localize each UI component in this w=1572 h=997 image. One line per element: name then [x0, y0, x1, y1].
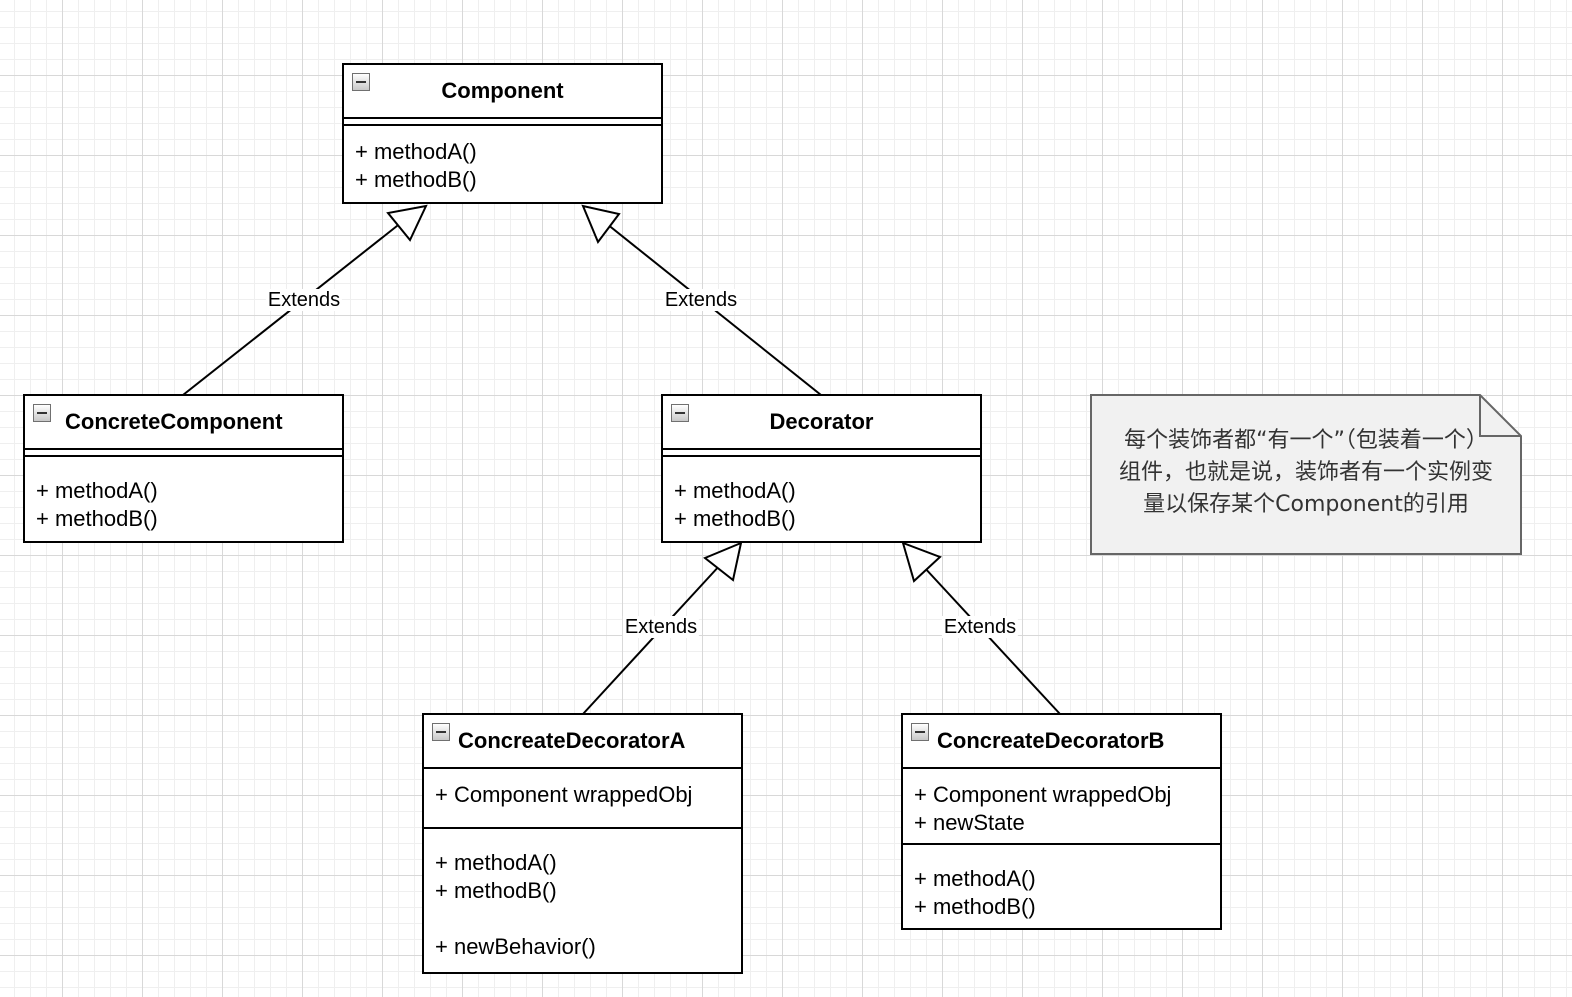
attributes-compartment: + Component wrappedObj [424, 767, 741, 827]
note-line: 组件，也就是说，装饰者有一个实例变 [1118, 460, 1493, 485]
method-item[interactable]: + methodA() [674, 478, 796, 503]
method-item[interactable]: + methodB() [355, 167, 477, 192]
extends-edge-decoratorb[interactable] [901, 541, 1061, 715]
class-component[interactable]: Component + methodA() + methodB() [342, 63, 663, 204]
methods-compartment: + methodA() + methodB() [903, 843, 1220, 921]
class-decorator[interactable]: Decorator + methodA() + methodB() [661, 394, 982, 543]
methods-compartment: + methodA() + methodB() [25, 457, 342, 533]
extends-label-decoratora[interactable]: Extends [622, 616, 700, 638]
method-spacer [435, 905, 730, 933]
method-item[interactable]: + newBehavior() [435, 934, 596, 959]
class-header[interactable]: ConcreteComponent [25, 396, 342, 448]
note-fold [1479, 395, 1521, 437]
class-header[interactable]: ConcreateDecoratorB [903, 715, 1220, 767]
methods-compartment: + methodA() + methodB() + newBehavior() [424, 827, 741, 961]
collapse-icon[interactable] [352, 73, 370, 91]
method-item[interactable]: + methodA() [435, 850, 557, 875]
collapse-icon[interactable] [33, 404, 51, 422]
note-text: 每个装饰者都“有一个”（包装着一个） 组件，也就是说，装饰者有一个实例变 量以保… [1091, 425, 1521, 521]
empty-attribute-compartment [344, 117, 661, 126]
inheritance-arrowhead [703, 541, 743, 582]
method-item[interactable]: + methodB() [435, 878, 557, 903]
method-item[interactable]: + methodB() [36, 506, 158, 531]
method-item[interactable]: + methodA() [36, 478, 158, 503]
class-concreatedecoratorb[interactable]: ConcreateDecoratorB + Component wrappedO… [901, 713, 1222, 930]
class-concretecomponent[interactable]: ConcreteComponent + methodA() + methodB(… [23, 394, 344, 543]
collapse-icon[interactable] [432, 723, 450, 741]
method-item[interactable]: + methodA() [355, 139, 477, 164]
extends-edge-decoratora[interactable] [582, 541, 743, 715]
extends-label-decorator[interactable]: Extends [662, 289, 740, 311]
collapse-icon[interactable] [911, 723, 929, 741]
attribute-item[interactable]: + Component wrappedObj [914, 782, 1172, 807]
class-name: ConcreateDecoratorA [458, 728, 686, 753]
note-line: 量以保存某个Component的引用 [1143, 492, 1469, 517]
method-item[interactable]: + methodA() [914, 866, 1036, 891]
class-name: Component [441, 78, 564, 103]
inheritance-arrowhead [386, 204, 428, 242]
class-name: Decorator [769, 409, 874, 434]
extends-label-concretecomponent[interactable]: Extends [265, 289, 343, 311]
empty-attribute-compartment [25, 448, 342, 457]
extends-label-decoratorb[interactable]: Extends [941, 616, 1019, 638]
method-item[interactable]: + methodB() [674, 506, 796, 531]
inheritance-arrowhead [581, 204, 621, 244]
note-shape[interactable] [1090, 394, 1522, 555]
class-name: ConcreteComponent [65, 409, 283, 434]
attribute-item[interactable]: + Component wrappedObj [435, 782, 693, 807]
methods-compartment: + methodA() + methodB() [344, 126, 661, 194]
methods-compartment: + methodA() + methodB() [663, 457, 980, 533]
empty-attribute-compartment [663, 448, 980, 457]
collapse-icon[interactable] [671, 404, 689, 422]
method-item[interactable]: + methodB() [914, 894, 1036, 919]
attribute-item[interactable]: + newState [914, 810, 1025, 835]
note[interactable]: 每个装饰者都“有一个”（包装着一个） 组件，也就是说，装饰者有一个实例变 量以保… [1091, 395, 1521, 555]
class-name: ConcreateDecoratorB [937, 728, 1165, 753]
inheritance-arrowhead [901, 541, 942, 583]
class-concreatedecoratora[interactable]: ConcreateDecoratorA + Component wrappedO… [422, 713, 743, 974]
attributes-compartment: + Component wrappedObj + newState [903, 767, 1220, 843]
note-line: 每个装饰者都“有一个”（包装着一个） [1124, 428, 1488, 453]
class-header[interactable]: Component [344, 65, 661, 117]
class-header[interactable]: Decorator [663, 396, 980, 448]
class-header[interactable]: ConcreateDecoratorA [424, 715, 741, 767]
